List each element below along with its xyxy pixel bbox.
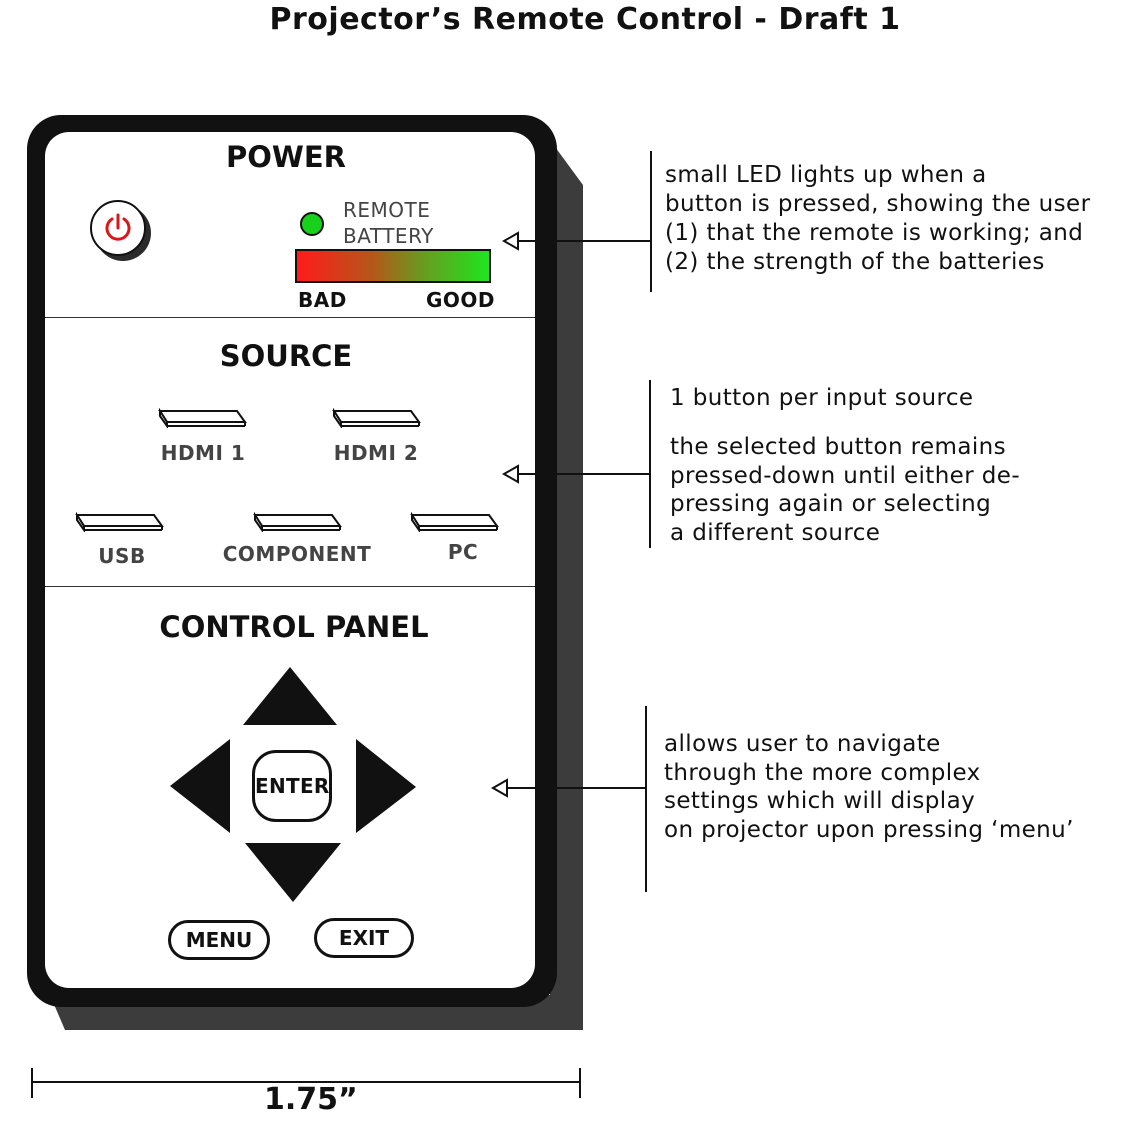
source-button-pc[interactable]	[409, 512, 499, 532]
source-key-icon	[158, 408, 247, 428]
battery-strength-bar	[295, 249, 491, 283]
power-note-line-1: small LED lights up when a	[665, 162, 987, 188]
right-arrow-button[interactable]	[354, 737, 418, 835]
annotation-pointer	[514, 240, 651, 242]
battery-good-label: GOOD	[426, 288, 496, 312]
battery-bad-label: BAD	[298, 288, 347, 312]
annotation-pointer	[514, 473, 650, 475]
arrowhead-icon	[502, 231, 519, 251]
source-button-usb[interactable]	[74, 512, 164, 532]
source-label-usb: USB	[98, 544, 146, 568]
source-label-component: COMPONENT	[222, 542, 372, 566]
source-label-hdmi-2: HDMI 2	[333, 441, 419, 465]
power-note-line-3: (1) that the remote is working; and	[665, 220, 1084, 246]
section-divider	[45, 586, 535, 587]
exit-button[interactable]: EXIT	[314, 918, 414, 958]
annotation-bracket	[650, 151, 652, 292]
enter-button[interactable]: ENTER	[252, 750, 332, 822]
power-button[interactable]	[90, 200, 146, 256]
annotation-pointer	[503, 787, 646, 789]
source-label-hdmi-1: HDMI 1	[160, 441, 246, 465]
control-note-line-3: settings which will display	[664, 788, 976, 814]
left-arrow-button[interactable]	[168, 737, 232, 835]
control-note-line-1: allows user to navigate	[664, 731, 941, 757]
remote-face: POWER REMOTE BATTERY BAD GOOD SOURCE HDM…	[45, 132, 535, 988]
diagram-title: Projector’s Remote Control - Draft 1	[269, 2, 901, 37]
dimension-tick	[579, 1068, 581, 1098]
power-note-line-4: (2) the strength of the batteries	[665, 249, 1045, 275]
annotation-bracket	[649, 380, 651, 548]
control-panel-section-title: CONTROL PANEL	[159, 610, 429, 644]
power-section-title: POWER	[225, 140, 347, 174]
source-key-icon	[253, 512, 342, 532]
power-icon	[105, 213, 131, 241]
battery-label-line2: BATTERY	[343, 224, 434, 248]
menu-button[interactable]: MENU	[168, 920, 270, 960]
arrowhead-icon	[502, 464, 519, 484]
dimension-tick	[31, 1068, 33, 1098]
annotation-bracket	[645, 706, 647, 892]
up-arrow-button[interactable]	[241, 665, 339, 727]
source-key-icon	[410, 512, 499, 532]
source-button-hdmi-1[interactable]	[157, 408, 247, 428]
battery-led-icon	[300, 212, 324, 236]
width-dimension-line	[32, 1081, 580, 1083]
source-label-pc: PC	[447, 540, 479, 564]
control-note-line-4: on projector upon pressing ‘menu’	[664, 817, 1074, 843]
source-key-icon	[75, 512, 164, 532]
arrowhead-icon	[491, 778, 508, 798]
down-arrow-button[interactable]	[243, 840, 343, 904]
source-note-line-3: pressing again or selecting	[670, 491, 992, 517]
section-divider	[45, 317, 535, 318]
source-note-line-4: a different source	[670, 520, 881, 546]
source-note-line-2: pressed-down until either de-	[670, 463, 1021, 489]
source-button-component[interactable]	[252, 512, 342, 532]
source-key-icon	[332, 408, 421, 428]
control-note-line-2: through the more complex	[664, 760, 981, 786]
battery-label-line1: REMOTE	[343, 198, 431, 222]
source-note-heading: 1 button per input source	[670, 385, 974, 411]
source-section-title: SOURCE	[219, 339, 353, 373]
source-button-hdmi-2[interactable]	[331, 408, 421, 428]
source-note-line-1: the selected button remains	[670, 434, 1006, 460]
power-note-line-2: button is pressed, showing the user	[665, 191, 1091, 217]
width-dimension-label: 1.75”	[264, 1082, 358, 1117]
